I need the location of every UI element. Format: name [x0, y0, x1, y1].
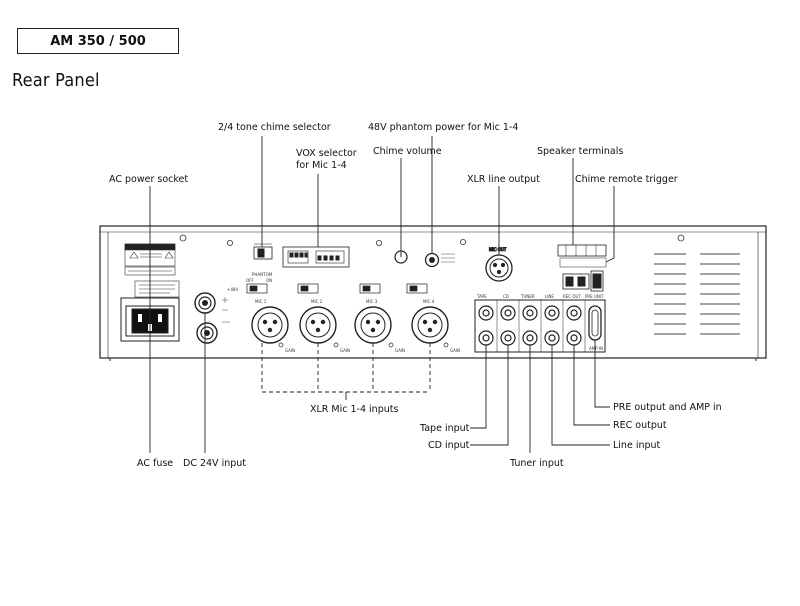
callout-tone-selector: 2/4 tone chime selector	[218, 122, 331, 133]
off-label: OFF	[246, 278, 254, 283]
callout-xlr-mic-inputs: XLR Mic 1-4 inputs	[310, 404, 398, 415]
mic-4-label: MIC 4	[423, 299, 435, 304]
callout-vox-selector-2: for Mic 1-4	[296, 160, 347, 171]
gain-label-4: GAIN	[450, 348, 460, 353]
mic-out-label: MIC OUT	[489, 247, 507, 252]
mic-4-input	[411, 306, 449, 344]
phantom-label: PHANTOM	[252, 272, 273, 277]
mic-phantom-labels: PHANTOM OFF ON +48V	[227, 272, 273, 292]
mic-3-input	[354, 306, 392, 344]
mic-1-input	[251, 306, 289, 344]
callout-cd-input: CD input	[428, 440, 470, 451]
mic-phantom-switches	[246, 283, 428, 294]
callout-pre-amp: PRE output and AMP in	[613, 402, 722, 413]
gain-label-1: GAIN	[285, 348, 295, 353]
mic-3-label: MIC 3	[366, 299, 378, 304]
callout-tape-input: Tape input	[419, 423, 470, 434]
gain-label-2: GAIN	[340, 348, 350, 353]
callout-tuner-input: Tuner input	[509, 458, 564, 469]
caution-label	[124, 243, 180, 298]
amp-in-label: AMP IN	[589, 346, 603, 351]
callout-labels: 2/4 tone chime selector 48V phantom powe…	[109, 122, 722, 469]
phantom-power-switch	[424, 252, 455, 268]
rca-labels: TAPE CD TUNER LINE REC OUT PRE UNIT AMP …	[476, 294, 604, 351]
mic-2-input	[299, 306, 337, 344]
callout-rec-output: REC output	[613, 420, 667, 431]
vox-selector-dip	[282, 246, 350, 268]
callout-chime-volume: Chime volume	[373, 146, 442, 157]
gain-label-3: GAIN	[395, 348, 405, 353]
chime-remote-trigger-terminals	[562, 270, 604, 292]
tone-selector-switch	[253, 243, 273, 260]
callout-speaker-terminals: Speaker terminals	[537, 146, 623, 157]
cd-label: CD	[503, 294, 509, 299]
leader-lines	[149, 136, 615, 453]
callout-ac-power-socket: AC power socket	[109, 174, 188, 185]
gain-trims	[278, 342, 449, 348]
ac-fuse-holder	[196, 322, 218, 344]
speaker-terminals	[557, 244, 607, 268]
pre-unit-label: PRE UNIT	[585, 294, 604, 299]
mounting-screws	[179, 234, 685, 246]
on-label: ON	[266, 278, 272, 283]
mic-xlr-inputs	[251, 306, 449, 344]
callout-xlr-line-output: XLR line output	[467, 174, 540, 185]
tuner-label: TUNER	[520, 294, 535, 299]
callout-line-input: Line input	[613, 440, 661, 451]
mic-channel-labels: MIC 1 MIC 2 MIC 3 MIC 4 GAIN GAIN GAIN G…	[255, 299, 460, 353]
callout-vox-selector-1: VOX selector	[296, 148, 357, 159]
line-label: LINE	[545, 294, 554, 299]
chassis-outline	[99, 225, 767, 359]
ventilation-slots	[654, 253, 740, 335]
callout-chime-remote-trigger: Chime remote trigger	[575, 174, 678, 185]
model-box: AM 350 / 500	[17, 28, 179, 54]
model-name: AM 350 / 500	[50, 33, 146, 49]
dc-polarity-marks	[222, 297, 230, 323]
chassis	[99, 225, 767, 361]
callout-phantom-power: 48V phantom power for Mic 1-4	[368, 122, 518, 133]
mic-2-label: MIC 2	[311, 299, 323, 304]
chime-volume-knob	[394, 250, 408, 264]
section-title: Rear Panel	[12, 70, 100, 91]
plus48v-label: +48V	[227, 287, 238, 292]
callout-ac-fuse: AC fuse	[137, 458, 173, 469]
mic-1-label: MIC 1	[255, 299, 267, 304]
rca-block	[474, 299, 606, 353]
callout-dc-input: DC 24V input	[183, 458, 246, 469]
rec-out-label: REC OUT	[563, 294, 581, 299]
tape-label: TAPE	[476, 294, 487, 299]
dc-24v-input	[194, 292, 216, 314]
